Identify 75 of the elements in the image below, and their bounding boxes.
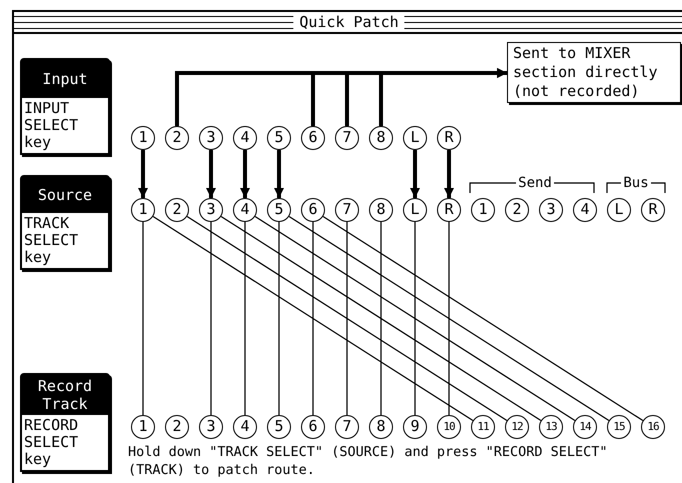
panel-heading: Source [22,177,108,213]
panel-heading: Input [22,60,108,98]
channel-circle: 6 [301,198,325,222]
connector-line [414,222,416,415]
channel-circle: 1 [131,415,155,439]
channel-circle: 5 [267,126,291,150]
connector-line [244,222,246,415]
instruction-text: Hold down "TRACK SELECT" (SOURCE) and press "RECORD SELECT" (TRACK) to patch route. [128,443,609,479]
note-box: Sent to MIXER section directly (not recorded) [507,42,681,103]
connector-line [278,222,280,415]
connector-line [380,222,382,415]
channel-circle: 3 [539,198,563,222]
connector-line [254,216,576,422]
channel-circle: 14 [573,415,597,439]
channel-circle: 3 [199,415,223,439]
connector-line [142,222,144,415]
connector-line [274,150,284,198]
channel-circle: 5 [267,415,291,439]
channel-circle: 12 [505,415,529,439]
channel-circle: 8 [369,126,393,150]
connector-line [210,222,212,415]
channel-circle: R [641,198,665,222]
channel-circle: L [607,198,631,222]
key-panel [20,373,110,472]
channel-circle: 3 [199,198,223,222]
channel-circle: 2 [165,126,189,150]
channel-circle: 1 [131,198,155,222]
channel-circle: 4 [233,126,257,150]
channel-circle: 16 [641,415,665,439]
channel-circle: R [437,198,461,222]
key-panel [20,58,110,155]
channel-circle: 5 [267,198,291,222]
connector-line [379,68,507,126]
channel-circle: 4 [233,415,257,439]
key-description: TRACK SELECT key [23,213,80,268]
channel-circle: 4 [233,198,257,222]
key-description: RECORD SELECT key [23,415,80,470]
connector-line [138,150,148,198]
connector-line [448,222,450,415]
channel-circle: L [403,126,427,150]
channel-circle: 7 [335,415,359,439]
connector-line [322,216,644,422]
channel-circle: 9 [403,415,427,439]
connector-line [240,150,250,198]
channel-circle: 15 [607,415,631,439]
channel-circle: 2 [165,415,189,439]
channel-circle: 4 [573,198,597,222]
key-panel [20,175,110,270]
connector-line [206,150,216,198]
channel-circle: 10 [437,415,461,439]
connector-line [220,216,542,422]
connector-line [288,216,610,422]
connector-line [312,222,314,415]
channel-circle: 7 [335,198,359,222]
channel-circle: 13 [539,415,563,439]
channel-circle: 6 [301,415,325,439]
channel-circle: 8 [369,198,393,222]
channel-circle: 11 [471,415,495,439]
channel-circle: 3 [199,126,223,150]
channel-circle: 2 [165,198,189,222]
key-description: INPUT SELECT key [23,98,80,153]
channel-circle: 2 [505,198,529,222]
channel-circle: R [437,126,461,150]
channel-circle: 1 [131,126,155,150]
channel-circle: 7 [335,126,359,150]
connector-line [410,150,420,198]
channel-circle: 8 [369,415,393,439]
panel-heading: Record Track [22,375,108,415]
connector-line [444,150,454,198]
channel-circle: 6 [301,126,325,150]
connector-line [186,216,508,422]
connector-line [346,222,348,415]
channel-circle: L [403,198,427,222]
channel-circle: 1 [471,198,495,222]
connector-line [152,216,474,422]
